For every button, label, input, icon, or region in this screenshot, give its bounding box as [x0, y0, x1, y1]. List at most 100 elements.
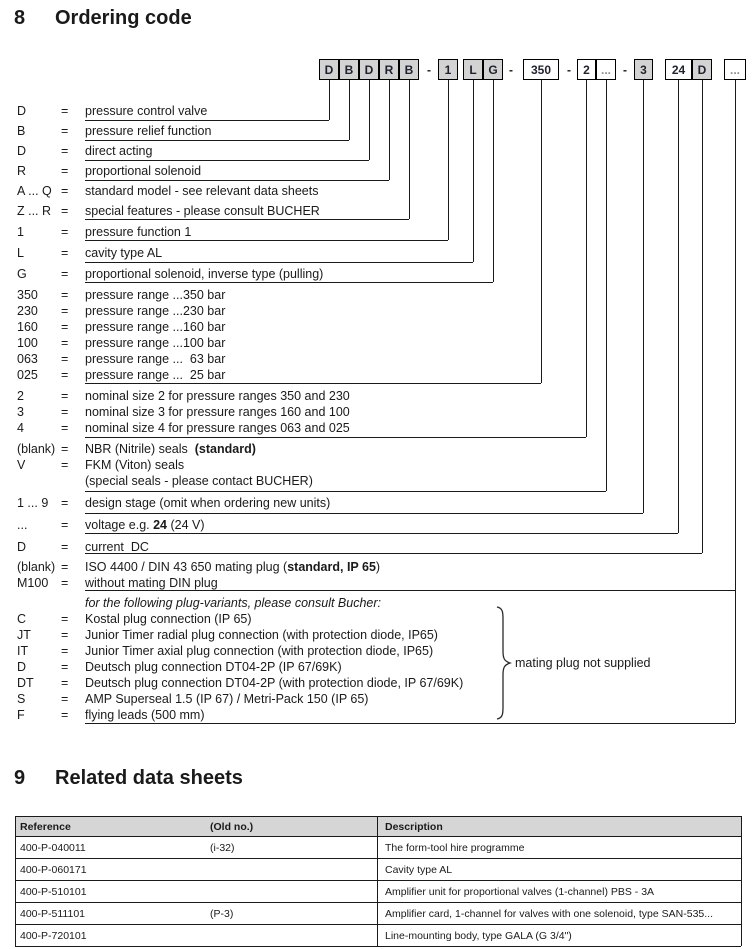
- connector-vertical-line: [473, 80, 474, 262]
- equals-sign: =: [61, 540, 69, 554]
- definition-description: nominal size 2 for pressure ranges 350 a…: [85, 389, 350, 403]
- table-cell: 400-P-040011: [20, 842, 86, 854]
- equals-sign: =: [61, 184, 69, 198]
- definition-description: ISO 4400 / DIN 43 650 mating plug (stand…: [85, 560, 381, 574]
- definition-description: pressure range ...350 bar: [85, 288, 226, 302]
- definition-term: F: [17, 708, 25, 722]
- definition-description: pressure range ... 63 bar: [85, 352, 226, 366]
- connector-vertical-line: [643, 80, 644, 513]
- definition-term: 4: [17, 421, 24, 435]
- definition-description: AMP Superseal 1.5 (IP 67) / Metri-Pack 1…: [85, 692, 369, 706]
- table-row-border: [15, 924, 741, 925]
- table-cell: Amplifier card, 1-channel for valves wit…: [385, 908, 713, 920]
- code-box-label: ...: [729, 62, 740, 77]
- equals-sign: =: [61, 288, 69, 302]
- definition-description: proportional solenoid, inverse type (pul…: [85, 267, 324, 281]
- connector-underline: [85, 513, 643, 514]
- definition-row: R=proportional solenoid: [0, 164, 756, 180]
- equals-sign: =: [61, 352, 69, 366]
- connector-underline: [85, 262, 473, 263]
- definition-row: 025 = pressure range ... 25 bar: [0, 368, 756, 384]
- code-box: ...: [724, 59, 746, 80]
- connector-underline: [85, 140, 349, 141]
- definition-row: B=pressure relief function: [0, 124, 756, 140]
- connector-underline: [85, 590, 735, 591]
- definition-row: 160=pressure range ...160 bar: [0, 320, 756, 336]
- equals-sign: =: [61, 405, 69, 419]
- definition-row: 3=nominal size 3 for pressure ranges 160…: [0, 405, 756, 421]
- definition-description: Kostal plug connection (IP 65): [85, 612, 252, 626]
- code-box: D: [692, 59, 712, 80]
- table-row-border: [15, 880, 741, 881]
- definition-row: G=proportional solenoid, inverse type (p…: [0, 267, 756, 283]
- definition-row: D=direct acting: [0, 144, 756, 160]
- definition-row: A ... Q=standard model - see relevant da…: [0, 184, 756, 200]
- code-box-label: 3: [640, 62, 647, 77]
- connector-underline: [85, 723, 735, 724]
- definition-description: flying leads (500 mm): [85, 708, 205, 722]
- code-separator-dash: -: [561, 59, 577, 80]
- definition-row: D=current DC: [0, 540, 756, 556]
- code-box-label: D: [324, 62, 334, 77]
- connector-underline: [85, 533, 678, 534]
- section-number: 9: [14, 767, 26, 789]
- equals-sign: =: [61, 246, 69, 260]
- definition-term: 350: [17, 288, 38, 302]
- definition-row: 2=nominal size 2 for pressure ranges 350…: [0, 389, 756, 405]
- equals-sign: =: [61, 660, 69, 674]
- definition-term: 025: [17, 368, 38, 382]
- connector-underline: [85, 383, 541, 384]
- code-box: ...: [596, 59, 616, 80]
- definition-term: D: [17, 144, 27, 158]
- section-title: Related data sheets: [55, 767, 243, 789]
- equals-sign: =: [61, 267, 69, 281]
- equals-sign: =: [61, 204, 69, 218]
- table-border-right: [741, 816, 742, 946]
- connector-vertical-line: [369, 80, 370, 160]
- definition-description: pressure relief function: [85, 124, 212, 138]
- code-box: D: [319, 59, 339, 80]
- code-box: D: [359, 59, 379, 80]
- table-cell: Amplifier unit for proportional valves (…: [385, 886, 655, 898]
- connector-vertical-line: [409, 80, 410, 219]
- definition-description: standard model - see relevant data sheet…: [85, 184, 319, 198]
- table-cell: 400-P-511101: [20, 908, 85, 920]
- table-cell: (P-3): [210, 908, 234, 920]
- definition-term: R: [17, 164, 27, 178]
- definition-description: Deutsch plug connection DT04-2P (with pr…: [85, 676, 464, 690]
- definition-description: NBR (Nitrile) seals (standard): [85, 442, 256, 456]
- definition-term: 100: [17, 336, 38, 350]
- definition-row: 1 ... 9=design stage (omit when ordering…: [0, 496, 756, 512]
- definition-term: DT: [17, 676, 34, 690]
- code-separator-dash: -: [421, 59, 437, 80]
- definition-term: 063: [17, 352, 38, 366]
- definition-description: pressure control valve: [85, 104, 208, 118]
- definition-description: pressure range ...160 bar: [85, 320, 226, 334]
- connector-vertical-line: [735, 80, 736, 723]
- equals-sign: =: [61, 644, 69, 658]
- definition-term: 2: [17, 389, 24, 403]
- code-box: 3: [634, 59, 653, 80]
- connector-underline: [85, 553, 702, 554]
- definition-row: (blank)=ISO 4400 / DIN 43 650 mating plu…: [0, 560, 756, 576]
- definition-description: design stage (omit when ordering new uni…: [85, 496, 331, 510]
- definition-row: 1=pressure function 1: [0, 225, 756, 241]
- table-cell: Line-mounting body, type GALA (G 3/4"): [385, 930, 572, 942]
- definition-term: (blank): [17, 560, 56, 574]
- connector-vertical-line: [329, 80, 330, 120]
- equals-sign: =: [61, 458, 69, 472]
- equals-sign: =: [61, 336, 69, 350]
- connector-underline: [85, 180, 389, 181]
- equals-sign: =: [61, 368, 69, 382]
- definition-description: current DC: [85, 540, 149, 554]
- definition-row: 230=pressure range ...230 bar: [0, 304, 756, 320]
- code-box: L: [463, 59, 483, 80]
- definition-description: pressure range ... 25 bar: [85, 368, 226, 382]
- definition-term: Z ... R: [17, 204, 52, 218]
- connector-underline: [85, 219, 409, 220]
- code-box-label: 2: [583, 62, 590, 77]
- definition-row: M100=without mating DIN plug: [0, 576, 756, 592]
- definition-description: Junior Timer radial plug connection (wit…: [85, 628, 438, 642]
- definition-term: IT: [17, 644, 29, 658]
